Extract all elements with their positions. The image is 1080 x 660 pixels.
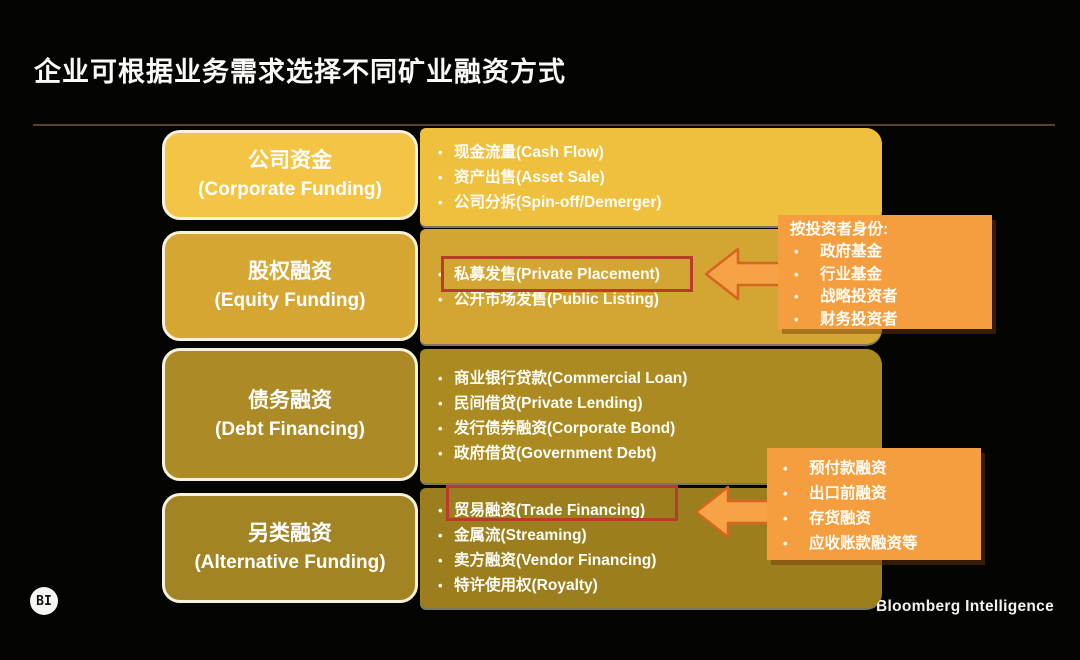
item-text: 资产出售(Asset Sale): [454, 168, 605, 186]
list-item: • 出口前融资: [779, 481, 971, 506]
list-item: • 现金流量(Cash Flow): [438, 140, 882, 165]
bullet-icon: •: [783, 461, 788, 476]
category-box-corporate-funding: 公司资金 (Corporate Funding): [162, 130, 418, 220]
list-item: • 民间借贷(Private Lending): [438, 391, 882, 416]
list-item: • 私募发售(Private Placement): [438, 262, 882, 287]
category-label-zh: 股权融资: [248, 260, 332, 283]
item-text: 行业基金: [820, 265, 883, 283]
list-item: • 资产出售(Asset Sale): [438, 165, 882, 190]
bullet-icon: •: [783, 486, 788, 501]
bullet-icon: •: [438, 528, 443, 543]
detail-panel-corporate-funding: • 现金流量(Cash Flow) • 资产出售(Asset Sale) • 公司分拆…: [420, 128, 882, 226]
bullet-list: • 私募发售(Private Placement) • 公开市场发售(Public …: [420, 229, 882, 344]
list-item: • 存货融资: [779, 506, 971, 531]
bullet-icon: •: [794, 289, 799, 304]
bullet-list: • 现金流量(Cash Flow) • 资产出售(Asset Sale) • 公司分拆…: [420, 128, 882, 226]
item-text: 民间借贷(Private Lending): [454, 395, 643, 412]
highlight-box-private-placement: [441, 256, 693, 292]
item-text: 特许使用权(Royalty): [454, 577, 598, 594]
list-item: • 金属流(Streaming): [438, 523, 882, 548]
list-item: • 战略投资者: [790, 286, 982, 309]
bullet-icon: •: [438, 291, 443, 307]
slide-title: 企业可根据业务需求选择不同矿业融资方式: [34, 57, 566, 87]
callout-trade-financing-types: • 预付款融资 • 出口前融资 • 存货融资 • 应收账款融资等: [767, 448, 981, 560]
item-text: 存货融资: [809, 510, 872, 527]
list-item: • 商业银行贷款(Commercial Loan): [438, 366, 882, 391]
list-item: • 预付款融资: [779, 456, 971, 481]
bullet-icon: •: [438, 553, 443, 568]
bullet-icon: •: [438, 446, 443, 461]
list-item: • 政府基金: [790, 241, 982, 264]
category-label-en: (Corporate Funding): [198, 179, 382, 200]
bullet-icon: •: [794, 266, 799, 282]
category-label-en: (Debt Financing): [215, 418, 365, 440]
bullet-icon: •: [438, 194, 443, 210]
list-item: • 应收账款融资等: [779, 531, 971, 556]
item-text: 政府基金: [820, 243, 883, 260]
title-underline: [33, 124, 1055, 126]
category-box-equity-funding: 股权融资 (Equity Funding): [162, 231, 418, 341]
category-label-zh: 另类融资: [248, 522, 332, 545]
item-text: 卖方融资(Vendor Financing): [454, 552, 657, 569]
bullet-icon: •: [438, 503, 443, 518]
bullet-icon: •: [438, 169, 443, 185]
category-box-alternative-funding: 另类融资 (Alternative Funding): [162, 493, 418, 603]
category-label-zh: 公司资金: [248, 149, 332, 172]
brand-text: Bloomberg Intelligence: [876, 598, 1054, 615]
item-text: 商业银行贷款(Commercial Loan): [454, 370, 688, 387]
list-item: • 卖方融资(Vendor Financing): [438, 548, 882, 573]
bullet-icon: •: [438, 421, 443, 436]
item-text: 私募发售(Private Placement): [454, 265, 660, 283]
item-text: 公司分拆(Spin-off/Demerger): [454, 193, 662, 211]
item-text: 金属流(Streaming): [454, 527, 587, 544]
list-item: • 财务投资者: [790, 309, 982, 332]
list-item: • 贸易融资(Trade Financing): [438, 498, 882, 523]
bullet-icon: •: [438, 144, 443, 160]
category-label-zh: 债务融资: [248, 388, 332, 412]
bullet-icon: •: [438, 266, 443, 282]
item-text: 预付款融资: [809, 460, 887, 477]
item-text: 应收账款融资等: [809, 535, 918, 552]
bullet-list: • 政府基金 • 行业基金 • 战略投资者 • 财务投资者: [790, 241, 982, 331]
item-text: 财务投资者: [820, 310, 898, 328]
item-text: 政府借贷(Government Debt): [454, 445, 657, 462]
category-box-debt-financing: 债务融资 (Debt Financing): [162, 348, 418, 481]
highlight-box-trade-financing: [446, 485, 678, 521]
bullet-icon: •: [438, 578, 443, 593]
bi-logo: BI: [30, 587, 58, 615]
list-item: • 公司分拆(Spin-off/Demerger): [438, 190, 882, 215]
bullet-icon: •: [438, 396, 443, 411]
bullet-icon: •: [794, 311, 799, 327]
item-text: 现金流量(Cash Flow): [454, 143, 604, 161]
category-label-en: (Alternative Funding): [194, 552, 386, 573]
bullet-icon: •: [438, 371, 443, 386]
list-item: • 发行债券融资(Corporate Bond): [438, 416, 882, 441]
item-text: 公开市场发售(Public Listing): [454, 290, 659, 308]
item-text: 贸易融资(Trade Financing): [454, 502, 646, 519]
list-item: • 特许使用权(Royalty): [438, 573, 882, 598]
bullet-icon: •: [783, 536, 788, 551]
list-item: • 政府借贷(Government Debt): [438, 441, 882, 466]
callout-title: 按投资者身份:: [790, 221, 889, 238]
item-text: 战略投资者: [820, 288, 898, 305]
bullet-icon: •: [794, 244, 799, 259]
callout-investor-types: 按投资者身份: • 政府基金 • 行业基金 • 战略投资者 • 财务投资者: [778, 215, 992, 329]
list-item: • 公开市场发售(Public Listing): [438, 287, 882, 312]
item-text: 出口前融资: [809, 485, 887, 502]
item-text: 发行债券融资(Corporate Bond): [454, 420, 676, 437]
list-item: • 行业基金: [790, 264, 982, 287]
bullet-list: • 商业银行贷款(Commercial Loan) • 民间借贷(Private L…: [420, 349, 882, 483]
bullet-icon: •: [783, 511, 788, 526]
bullet-list: • 贸易融资(Trade Financing) • 金属流(Streaming) •…: [420, 488, 882, 608]
category-label-en: (Equity Funding): [214, 290, 366, 311]
bullet-list: • 预付款融资 • 出口前融资 • 存货融资 • 应收账款融资等: [779, 456, 971, 556]
